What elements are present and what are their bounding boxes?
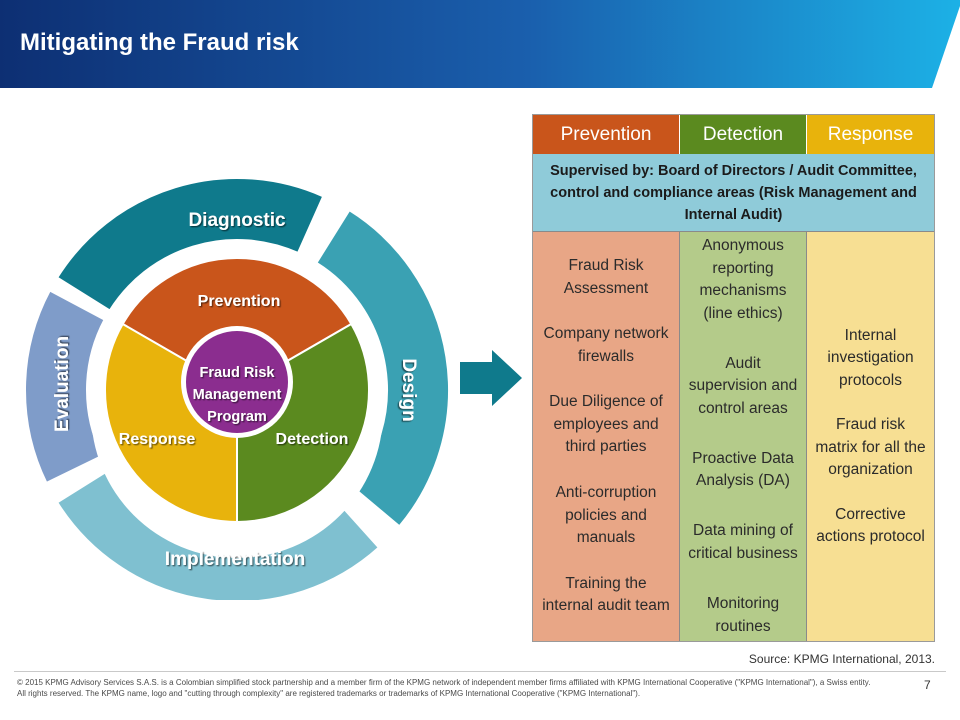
detection-column: Anonymous reporting mechanisms (line eth… xyxy=(680,232,807,641)
list-item: Company network firewalls xyxy=(543,325,669,365)
response-column: Internal investigation protocols Fraud r… xyxy=(807,232,934,641)
list-item: Corrective actions protocol xyxy=(816,505,925,546)
list-item: Due Diligence of employees and third par… xyxy=(549,393,663,456)
list-item: Internal investigation protocols xyxy=(827,326,914,389)
list-item: Data mining of critical business xyxy=(688,522,798,562)
header-banner: Mitigating the Fraud risk xyxy=(0,0,960,88)
header-prevention: Prevention xyxy=(533,115,680,154)
fraud-control-matrix: Prevention Detection Response Supervised… xyxy=(532,114,935,642)
header-detection: Detection xyxy=(680,115,807,154)
implementation-label: Implementation xyxy=(165,549,305,570)
list-item: Anonymous reporting mechanisms (line eth… xyxy=(699,237,787,322)
list-item: Audit supervision and control areas xyxy=(688,354,798,417)
list-item: Training the internal audit team xyxy=(542,574,670,615)
evaluation-label: Evaluation xyxy=(52,336,73,432)
evaluation-segment xyxy=(24,289,106,485)
response-label: Response xyxy=(119,431,196,448)
design-label: Design xyxy=(398,358,419,421)
list-item: Fraud Risk Assessment xyxy=(563,257,649,297)
diagnostic-segment xyxy=(55,177,325,312)
center-label-line-2: Management xyxy=(193,387,282,403)
page-number: 7 xyxy=(924,678,931,692)
source-note: Source: KPMG International, 2013. xyxy=(748,652,935,666)
prevention-label: Prevention xyxy=(198,293,281,310)
page-title: Mitigating the Fraud risk xyxy=(20,29,299,56)
center-label-line-1: Fraud Risk xyxy=(200,365,276,381)
design-segment xyxy=(315,208,450,528)
prevention-segment xyxy=(121,257,353,392)
list-item: Monitoring routines xyxy=(706,595,780,635)
list-item: Anti-corruption policies and manuals xyxy=(555,484,657,547)
header-response: Response xyxy=(807,115,934,154)
list-item: Fraud risk matrix for all the organizati… xyxy=(815,416,926,478)
supervised-by-text: Supervised by: Board of Directors / Audi… xyxy=(533,154,934,232)
right-arrow-icon xyxy=(460,350,522,406)
list-item: Proactive Data Analysis (DA) xyxy=(692,449,794,490)
diagnostic-label: Diagnostic xyxy=(188,210,286,231)
footer-divider xyxy=(14,671,946,672)
prevention-column: Fraud Risk Assessment Company network fi… xyxy=(533,232,680,641)
copyright-footer: © 2015 KPMG Advisory Services S.A.S. is … xyxy=(17,678,871,698)
center-label-line-3: Program xyxy=(207,409,267,425)
header-background xyxy=(0,0,960,88)
fraud-risk-cycle-diagram: Diagnostic Design Implementation Evaluat… xyxy=(24,177,450,600)
detection-label: Detection xyxy=(276,431,349,448)
center-circle xyxy=(186,331,288,433)
